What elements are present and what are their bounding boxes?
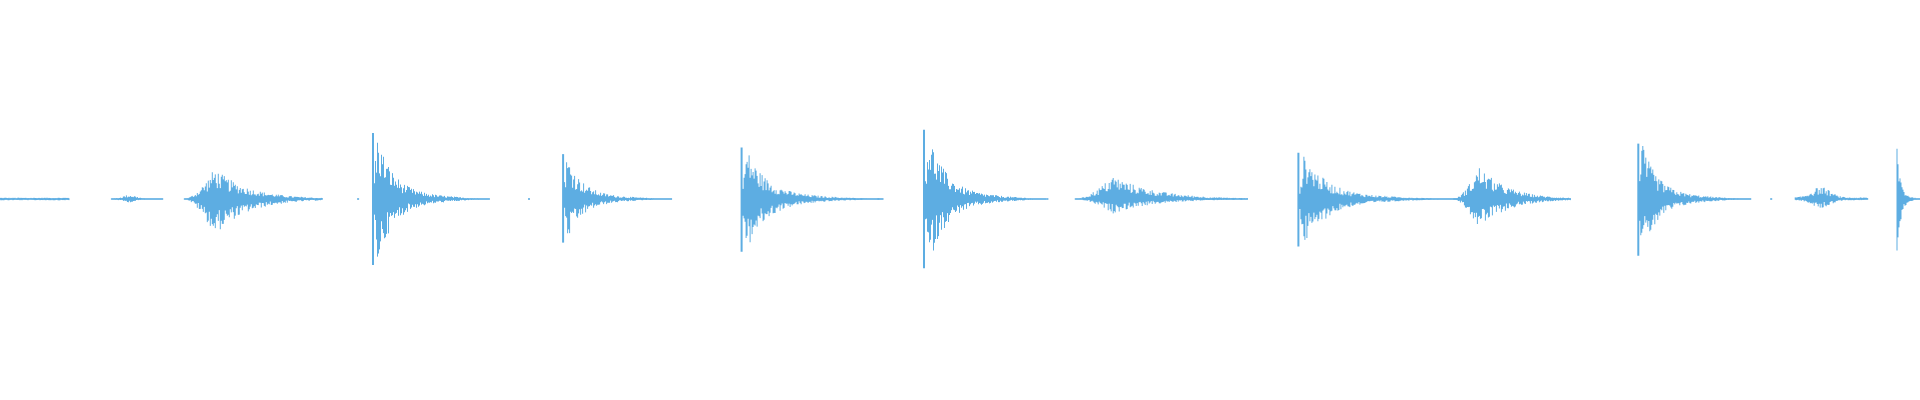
waveform-burst-4 (372, 133, 490, 265)
waveform-burst-11 (1637, 143, 1752, 256)
waveform-burst-5 (562, 154, 673, 243)
waveform-peaks-group (0, 129, 1920, 269)
waveform-speck (1770, 198, 1773, 200)
waveform-speck (528, 198, 530, 200)
waveform-burst-1 (0, 197, 70, 201)
waveform-burst-9 (1297, 152, 1460, 247)
waveform-burst-10 (1452, 168, 1571, 224)
waveform-burst-8 (1074, 178, 1248, 214)
waveform-speck (357, 198, 360, 200)
waveform-burst-13 (1896, 148, 1920, 251)
waveform-burst-6 (740, 147, 884, 252)
waveform-burst-3 (183, 172, 323, 230)
waveform-burst-7 (923, 129, 1046, 269)
waveform-burst-2 (110, 195, 163, 203)
waveform-burst-12 (1794, 187, 1868, 208)
waveform-speck (1046, 198, 1049, 200)
